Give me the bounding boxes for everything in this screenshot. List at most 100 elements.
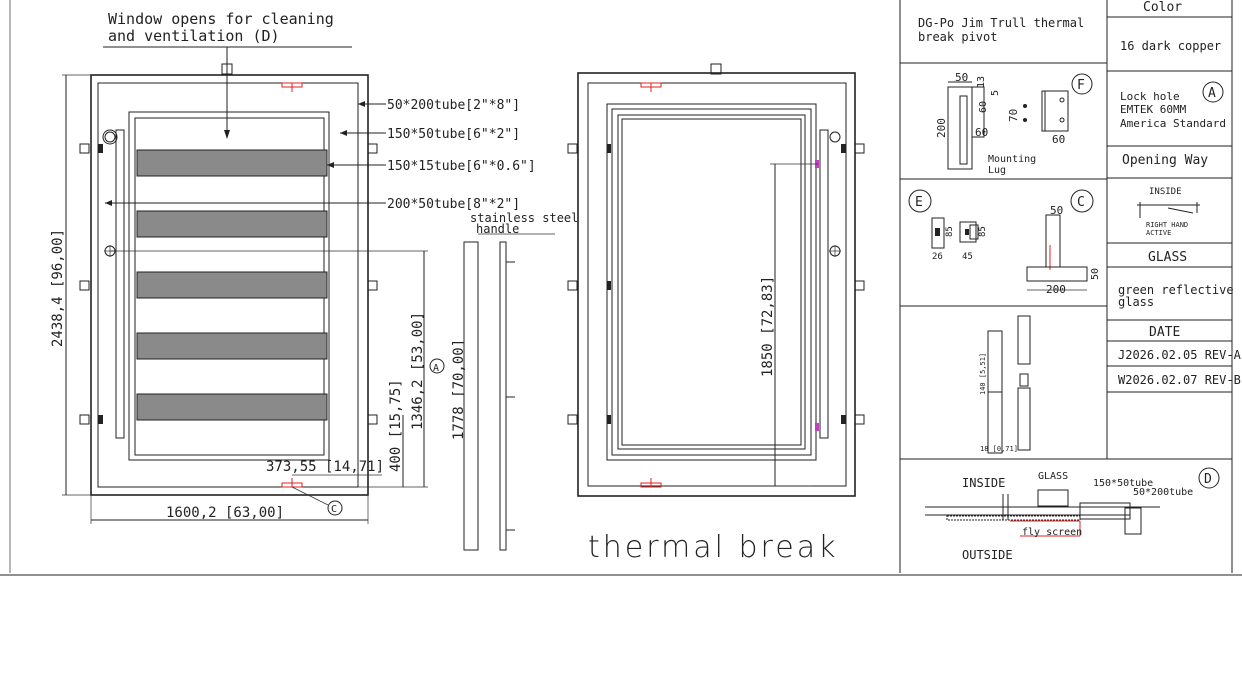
tb-rev-a: J2026.02.05 REV-A — [1118, 348, 1242, 362]
tb-glass-header: GLASS — [1148, 250, 1187, 265]
slat-1 — [136, 149, 328, 177]
handle-bar — [115, 129, 125, 439]
detail-c: C 50 50 200 — [1026, 189, 1101, 296]
lug-right-2 — [367, 280, 378, 291]
detail-hinge: 140 [5,51] 18 [0,71] — [979, 315, 1031, 454]
svg-text:50: 50 — [1050, 204, 1063, 217]
marker-a-front — [429, 358, 445, 374]
svg-text:A: A — [1208, 86, 1216, 101]
marker-c — [1070, 189, 1094, 213]
handle-side-bar — [463, 241, 479, 551]
label-tube-sash: 150*50tube[6"*2"] — [387, 127, 520, 142]
tb-rev-b: W2026.02.07 REV-B — [1118, 373, 1241, 387]
detail-d-outside: OUTSIDE — [962, 548, 1013, 562]
lug-left-1 — [79, 143, 90, 154]
detail-panels: 50 13 5 60 60 200 70 60 Mounting Lug F E… — [899, 0, 1233, 573]
tb-lock-line-1: Lock hole — [1120, 90, 1180, 103]
svg-text:50: 50 — [1090, 268, 1101, 280]
slat-2 — [136, 210, 328, 238]
tb-lock-line-2: EMTEK 60MM — [1120, 103, 1187, 116]
svg-text:18 [0,71]: 18 [0,71] — [980, 445, 1018, 453]
dim-side-offset: 373,55 [14,71] — [266, 459, 384, 475]
tb-opening-inside: INSIDE — [1149, 187, 1182, 197]
lug-right-3 — [367, 414, 378, 425]
svg-text:D: D — [1204, 472, 1212, 487]
svg-text:85: 85 — [978, 226, 988, 237]
svg-text:13: 13 — [976, 76, 987, 88]
dim-height-total: 2438,4 [96,00] — [50, 229, 66, 347]
tb-marker-a — [1202, 81, 1224, 103]
detail-f: 50 13 5 60 60 200 70 60 Mounting Lug F — [935, 71, 1093, 176]
rear-inner-frame — [587, 82, 847, 487]
dim-handle-length: 1778 [70,00] — [451, 339, 467, 440]
marker-a-front-label: A — [433, 363, 439, 374]
svg-text:85: 85 — [945, 226, 955, 237]
handle-side-view: stainless steel handle 1778 [70,00] — [451, 211, 578, 551]
marker-f — [1071, 73, 1093, 95]
svg-text:45: 45 — [962, 252, 973, 262]
tb-color-header: Color — [1143, 0, 1182, 15]
lug-right-1 — [367, 143, 378, 154]
svg-text:F: F — [1077, 78, 1085, 93]
label-handle-1: stainless steel — [470, 211, 578, 225]
title-block: Color DG-Po Jim Trull thermal break pivo… — [918, 0, 1242, 393]
dim-bottom-offset-top: 400 [15,75] — [388, 379, 404, 472]
callout-window-line-1: Window opens for cleaning — [108, 10, 334, 28]
rear-sash — [606, 103, 817, 461]
detail-f-d50: 50 — [955, 71, 968, 84]
handle-bar-side — [499, 241, 507, 551]
dim-handle-height: 1346,2 [53,00] — [410, 312, 426, 430]
label-handle-2: handle — [476, 222, 519, 236]
tb-opening-right-1: RIGHT HAND — [1146, 221, 1188, 229]
label-tube-outer: 200*50tube[8"*2"] — [387, 197, 520, 212]
svg-text:60: 60 — [978, 101, 989, 113]
tb-opening-header: Opening Way — [1122, 153, 1208, 168]
tb-product-line-2: break pivot — [918, 30, 997, 44]
rear-handle-bar — [819, 129, 829, 439]
tb-opening-right-2: ACTIVE — [1146, 229, 1171, 237]
label-tube-frame: 50*200tube[2"*8"] — [387, 98, 520, 113]
sash-frame — [128, 111, 330, 461]
tb-glass-line-2: glass — [1118, 295, 1154, 309]
rear-glass — [617, 114, 806, 450]
tb-date-header: DATE — [1149, 325, 1180, 340]
svg-text:26: 26 — [932, 252, 943, 262]
detail-f-caption-1: Mounting — [988, 154, 1036, 165]
marker-c-front-label: C — [331, 504, 337, 515]
rear-outer-frame — [577, 72, 856, 497]
detail-d-tube-a: 150*50tube — [1093, 478, 1153, 489]
detail-d: D INSIDE GLASS 150*50tube 50*200tube fly… — [925, 467, 1220, 562]
rear-door-view: 1850 [72,83] thermal break — [567, 63, 865, 565]
detail-e: E 85 26 45 85 — [908, 189, 988, 262]
detail-d-tube-b: 50*200tube — [1133, 487, 1193, 498]
slat-4 — [136, 332, 328, 360]
marker-c-front — [327, 500, 343, 516]
svg-text:200: 200 — [1046, 283, 1066, 296]
tb-product-line-1: DG-Po Jim Trull thermal — [918, 16, 1084, 30]
label-tube-slat: 150*15tube[6"*0.6"] — [387, 159, 536, 174]
detail-d-glass: GLASS — [1038, 471, 1068, 482]
tb-color-value: 16 dark copper — [1120, 39, 1221, 53]
front-door-view: Window opens for cleaning and ventilatio… — [50, 10, 536, 524]
svg-text:140 [5,51]: 140 [5,51] — [979, 353, 987, 395]
dim-glass-height: 1850 [72,83] — [760, 276, 776, 377]
lug-left-2 — [79, 280, 90, 291]
detail-d-inside: INSIDE — [962, 476, 1005, 490]
marker-e-front — [102, 129, 118, 145]
svg-text:60: 60 — [975, 126, 988, 139]
svg-text:E: E — [915, 195, 923, 210]
inner-frame — [97, 82, 359, 488]
svg-text:5: 5 — [990, 90, 1001, 96]
marker-d — [1198, 467, 1220, 489]
tb-glass-line-1: green reflective — [1118, 283, 1234, 297]
svg-text:70: 70 — [1007, 109, 1020, 122]
callout-window-line-2: and ventilation (D) — [108, 27, 280, 45]
svg-text:200: 200 — [935, 118, 948, 138]
tb-lock-line-3: America Standard — [1120, 117, 1226, 130]
slat-5 — [136, 393, 328, 421]
detail-f-caption-2: Lug — [988, 165, 1006, 176]
svg-text:C: C — [1077, 195, 1085, 210]
slat-3 — [136, 271, 328, 299]
